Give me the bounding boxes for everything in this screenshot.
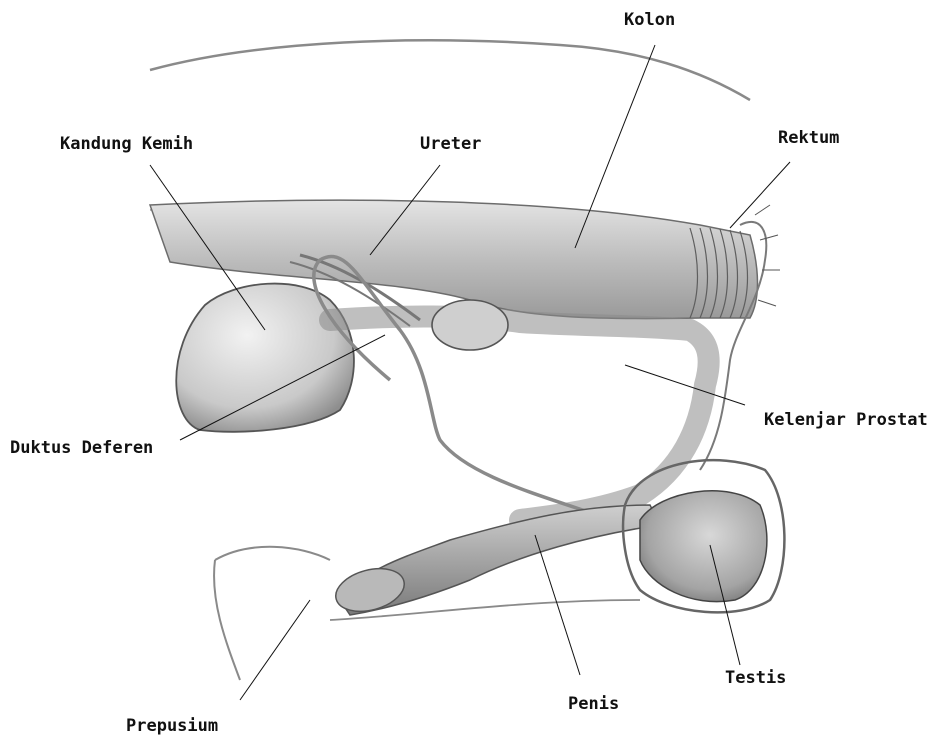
testis-shape — [640, 491, 767, 602]
label-ureter: Ureter — [420, 134, 481, 154]
hair-fringe — [755, 205, 780, 306]
label-kandung-kemih: Kandung Kemih — [60, 134, 193, 154]
label-penis: Penis — [568, 694, 619, 714]
label-rektum: Rektum — [778, 128, 839, 148]
label-testis: Testis — [725, 668, 786, 688]
label-duktus-deferen: Duktus Deferen — [10, 438, 153, 458]
prepuce-outline — [214, 547, 330, 680]
prostate-shape — [432, 300, 508, 350]
label-kelenjar-prostat: Kelenjar Prostat — [764, 410, 928, 430]
label-kolon: Kolon — [624, 10, 675, 30]
label-prepusium: Prepusium — [126, 716, 218, 736]
leader-penis — [535, 535, 580, 675]
bladder-shape — [176, 284, 354, 432]
leader-prepusium — [240, 600, 310, 700]
body-outline-dorsal — [150, 40, 750, 100]
leader-rektum — [730, 162, 790, 228]
